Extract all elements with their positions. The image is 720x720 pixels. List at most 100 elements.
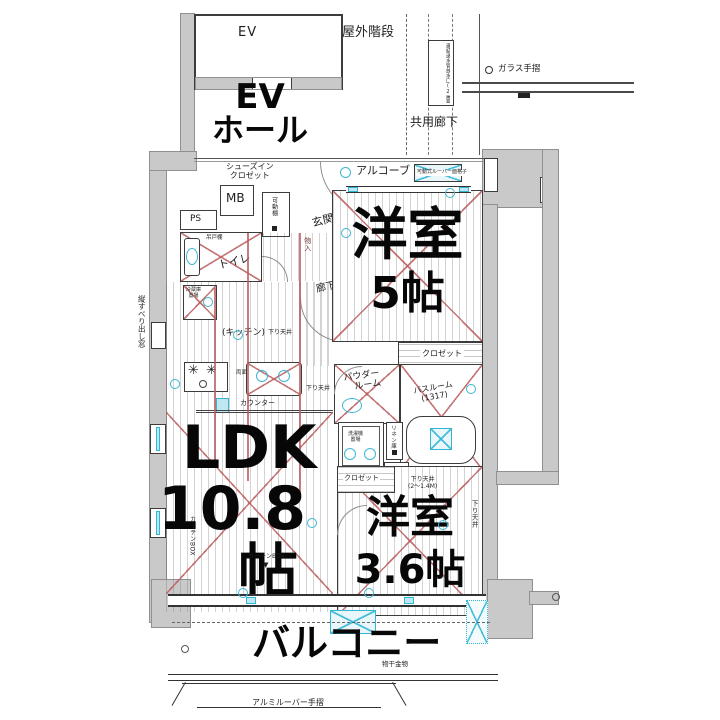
laundry-fixture-label: 物干金物 bbox=[382, 660, 408, 668]
lowered-ceiling-kitchen: 下り天井 bbox=[268, 329, 293, 336]
standpipe-note: 連結送水管放水口(2層毎) bbox=[445, 43, 450, 103]
lowered-note: 下り天井 (2〜1.4M) bbox=[408, 476, 438, 490]
wall-bottom-right-block bbox=[487, 579, 533, 639]
louver-rail-label: アルミルーバー手摺 bbox=[252, 698, 324, 707]
ldk-line3: 帖 bbox=[238, 538, 298, 608]
pipe-space-left bbox=[180, 210, 217, 230]
curtain-box-side-label: カーテンBOX bbox=[188, 516, 196, 556]
railing-line bbox=[462, 91, 634, 93]
ldk-line2: 10.8 bbox=[158, 474, 307, 544]
washer-label: 洗濯機 置場 bbox=[348, 431, 364, 443]
ev-hall-label: EV ホール bbox=[185, 80, 335, 146]
balcony-window-band bbox=[168, 594, 486, 607]
wall-right-outer bbox=[542, 149, 559, 485]
lowered-note-line2: (2〜1.4M) bbox=[408, 482, 438, 490]
balcony-label: バルコニー bbox=[252, 621, 442, 665]
hallway-floor bbox=[263, 233, 332, 281]
shelf-mark bbox=[272, 226, 277, 231]
symbol-circle bbox=[364, 588, 374, 598]
ldk-line1: LDK bbox=[182, 413, 317, 483]
bedroom5-name: 洋室 bbox=[351, 203, 464, 268]
balcony-edge bbox=[168, 674, 498, 681]
wall-top-left bbox=[149, 151, 197, 171]
toilet-bowl bbox=[186, 248, 198, 265]
bath-drain bbox=[430, 428, 452, 450]
wall-right-arm bbox=[529, 591, 559, 605]
washer-line2: 置場 bbox=[350, 436, 361, 443]
bedroom5-room bbox=[332, 190, 483, 342]
arm-end-marker bbox=[552, 593, 560, 601]
elevator-label: EV bbox=[238, 25, 258, 40]
shoes-closet-line1: シューズイン bbox=[226, 162, 274, 171]
meter-box bbox=[220, 185, 254, 216]
balcony-marker bbox=[181, 645, 189, 653]
louver-rail-bottom bbox=[196, 707, 381, 708]
outdoor-stairs-label: 屋外階段 bbox=[342, 25, 395, 40]
bedroom5-top-window bbox=[346, 186, 471, 193]
louver-rail-top bbox=[182, 683, 396, 684]
lowered-ceiling-kitchen2: 下り天井 bbox=[306, 385, 331, 392]
counter-label: カウンター bbox=[240, 399, 275, 407]
washer-faucet bbox=[364, 448, 376, 460]
symbol-circle bbox=[238, 588, 248, 598]
outdoor-stairs-area bbox=[406, 14, 480, 155]
railing-line bbox=[462, 82, 634, 84]
symbol-circle bbox=[307, 518, 317, 528]
stove bbox=[184, 362, 228, 392]
ev-hall-line2: ホール bbox=[211, 111, 308, 149]
wall-left bbox=[149, 151, 167, 623]
railing-tick bbox=[518, 93, 530, 98]
glass-rail-marker bbox=[485, 66, 493, 74]
washer-faucet bbox=[344, 448, 356, 460]
pipe-space-left-label: PS bbox=[190, 214, 202, 224]
louver-rail-side bbox=[392, 682, 407, 706]
left-window-glass bbox=[156, 427, 160, 451]
fridge-line1: 冷蔵庫 bbox=[186, 287, 202, 293]
washer-pan bbox=[342, 426, 380, 466]
window-glass bbox=[404, 597, 414, 604]
washbasin bbox=[342, 398, 362, 413]
bedroom5-closet-label: クロゼット bbox=[420, 349, 464, 359]
symbol-circle bbox=[445, 188, 455, 198]
meter-box-label: MB bbox=[226, 191, 245, 205]
stove-burner: ✳ bbox=[206, 363, 217, 378]
casement-window-label: 縦すべり出し窓 bbox=[137, 295, 147, 348]
symbol-circle bbox=[438, 520, 448, 530]
linen-box bbox=[386, 422, 403, 460]
symbol-circle bbox=[341, 228, 351, 238]
wall-right-inner bbox=[482, 204, 498, 623]
curtain-box-label: カーテンBOX bbox=[248, 553, 285, 560]
linen-label: リネン庫 bbox=[390, 425, 397, 449]
wall bbox=[180, 13, 195, 157]
shoes-closet-line2: クロゼット bbox=[229, 170, 270, 180]
stove-burner: ✳ bbox=[188, 363, 199, 378]
sink-faucet bbox=[278, 370, 290, 382]
curtain-box-arrow: ▼ bbox=[263, 561, 269, 569]
bedroom36-size: 3.6帖 bbox=[354, 547, 466, 593]
washer-space bbox=[338, 422, 384, 470]
left-window-glass bbox=[156, 511, 160, 535]
elevator-shaft bbox=[194, 14, 343, 90]
balcony-dashed-line bbox=[172, 622, 490, 623]
louver-rail bbox=[171, 682, 407, 708]
fridge-label: 冷蔵庫 置場 bbox=[186, 287, 202, 299]
lowered-note-line1: 下り天井 bbox=[410, 476, 435, 483]
shoes-closet-label: シューズイン クロゼット bbox=[226, 162, 274, 181]
wall-notch bbox=[484, 158, 498, 192]
bedroom36-closet-label: クロゼット bbox=[343, 474, 380, 483]
bedroom5-size: 5帖 bbox=[370, 268, 445, 319]
glass-rail-label: ガラス手摺 bbox=[498, 64, 541, 74]
movable-shelf-label: 可動棚 bbox=[270, 197, 278, 217]
stove-small-burner bbox=[199, 380, 207, 388]
casement-window-flap bbox=[151, 322, 166, 349]
sink bbox=[246, 362, 302, 396]
sink-faucet bbox=[256, 370, 268, 382]
standpipe-box bbox=[428, 40, 454, 106]
hanging-cabinet-label: 吊戸棚 bbox=[206, 235, 223, 241]
elevator-door-gap bbox=[252, 78, 292, 89]
louver-rail-side bbox=[171, 682, 186, 706]
washer-line1: 洗濯機 bbox=[348, 431, 364, 437]
leader-line bbox=[299, 233, 301, 499]
kitchen-label: (キッチン) bbox=[222, 328, 266, 338]
symbol-circle bbox=[170, 379, 180, 389]
